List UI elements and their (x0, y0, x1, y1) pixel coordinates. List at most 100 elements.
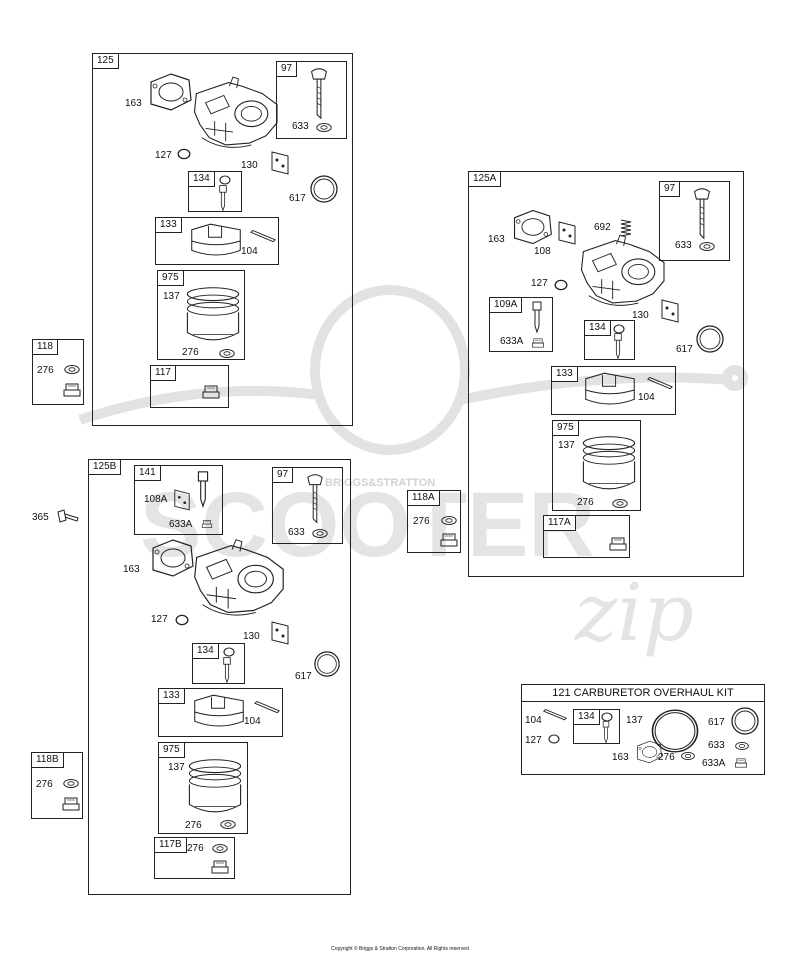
subgroup-133-tag: 133 (158, 688, 185, 704)
label-130: 130 (243, 631, 260, 642)
float-part (188, 222, 244, 260)
label-163: 163 (123, 564, 140, 575)
oring-part (651, 709, 699, 753)
kit-subgroup-134: 134 (573, 709, 620, 744)
washer-part (611, 498, 629, 509)
label-276: 276 (182, 347, 199, 358)
oring-part (313, 650, 341, 678)
subgroup-975: 975 137 276 (552, 420, 641, 511)
label-104: 104 (241, 246, 258, 257)
label-137: 137 (626, 715, 643, 726)
carburetor-part (178, 74, 288, 159)
washer-part (734, 741, 750, 751)
label-104: 104 (525, 715, 542, 726)
label-633: 633 (288, 527, 305, 538)
subgroup-117: 117 (150, 365, 229, 408)
label-692: 692 (594, 222, 611, 233)
bolt-part (210, 857, 230, 877)
washer-part (698, 241, 716, 252)
pin-part (542, 709, 568, 722)
label-137: 137 (163, 291, 180, 302)
label-365: 365 (32, 512, 49, 523)
label-137: 137 (168, 762, 185, 773)
bolt-part (608, 534, 628, 554)
pin-part (646, 377, 674, 391)
seal-part (554, 279, 568, 291)
label-163: 163 (612, 752, 629, 763)
subgroup-117a-tag: 117A (543, 515, 576, 531)
subgroup-117b-tag: 117B (154, 837, 187, 853)
bowl-part (185, 757, 245, 821)
label-130: 130 (632, 310, 649, 321)
seal-part (548, 734, 560, 744)
label-104: 104 (638, 392, 655, 403)
label-633a: 633A (702, 758, 726, 769)
copyright-notice: Copyright © Briggs & Stratton Corporatio… (331, 946, 469, 952)
subgroup-133-tag: 133 (155, 217, 182, 233)
seal-part (177, 148, 191, 160)
subgroup-109a: 109A 633A (489, 297, 553, 352)
subgroup-109a-tag: 109A (489, 297, 523, 313)
label-127: 127 (531, 278, 548, 289)
group-125: 125 163 127 130 617 97 633 134 133 104 9… (92, 53, 353, 426)
label-633a: 633A (500, 336, 524, 347)
label-130: 130 (241, 160, 258, 171)
group-125a-tag: 125A (468, 171, 502, 187)
label-108: 108 (534, 246, 551, 257)
screw-part (303, 472, 327, 526)
oring-part (309, 174, 339, 204)
subgroup-141: 141 108A 633A (134, 465, 223, 535)
washer-part (315, 122, 333, 133)
needle-part (195, 469, 211, 509)
label-633a: 633A (169, 519, 193, 530)
float-part (191, 693, 247, 731)
subgroup-133-tag: 133 (551, 366, 578, 382)
label-276: 276 (658, 752, 675, 763)
group-125-tag: 125 (92, 53, 119, 69)
label-127: 127 (525, 735, 542, 746)
group-118-tag: 118 (32, 339, 58, 355)
washer-part (218, 348, 236, 359)
label-276: 276 (185, 820, 202, 831)
label-127: 127 (155, 150, 172, 161)
label-617: 617 (676, 344, 693, 355)
bowl-part (183, 285, 243, 349)
needle-part (216, 184, 230, 212)
washer-part (62, 778, 80, 789)
screw-part (690, 186, 714, 242)
subgroup-134: 134 (192, 643, 245, 684)
cap-part (201, 518, 213, 530)
group-125a: 125A 163 108 692 127 130 617 97 633 109A… (468, 171, 744, 577)
plate-part (269, 150, 291, 176)
group-118b: 118B 276 (31, 752, 83, 819)
subgroup-141-tag: 141 (134, 465, 161, 481)
kit-subgroup-134-tag: 134 (573, 709, 600, 725)
label-276: 276 (413, 516, 430, 527)
washer-part (311, 528, 329, 539)
label-617: 617 (295, 671, 312, 682)
cap-part (734, 756, 748, 770)
subgroup-134: 134 (584, 320, 635, 360)
label-276: 276 (577, 497, 594, 508)
label-633: 633 (708, 740, 725, 751)
cap-part (531, 336, 545, 350)
subgroup-133: 133 104 (551, 366, 676, 415)
label-163: 163 (125, 98, 142, 109)
needle-part (611, 332, 625, 360)
carburetor-part (177, 534, 295, 630)
label-633: 633 (675, 240, 692, 251)
watermark-scooter-graphic (78, 285, 748, 455)
needle-part (530, 300, 544, 334)
subgroup-117a: 117A (543, 515, 630, 558)
subgroup-975-tag: 975 (157, 270, 184, 286)
seal-part (175, 614, 189, 626)
longbolt-part (56, 508, 80, 524)
subgroup-97-tag: 97 (272, 467, 294, 483)
watermark-script: zip (574, 566, 694, 659)
group-118a: 118A 276 (407, 490, 461, 553)
needle-part (600, 720, 612, 744)
subgroup-134-tag: 134 (192, 643, 219, 659)
float-part (582, 371, 638, 409)
plate-part (659, 298, 681, 324)
